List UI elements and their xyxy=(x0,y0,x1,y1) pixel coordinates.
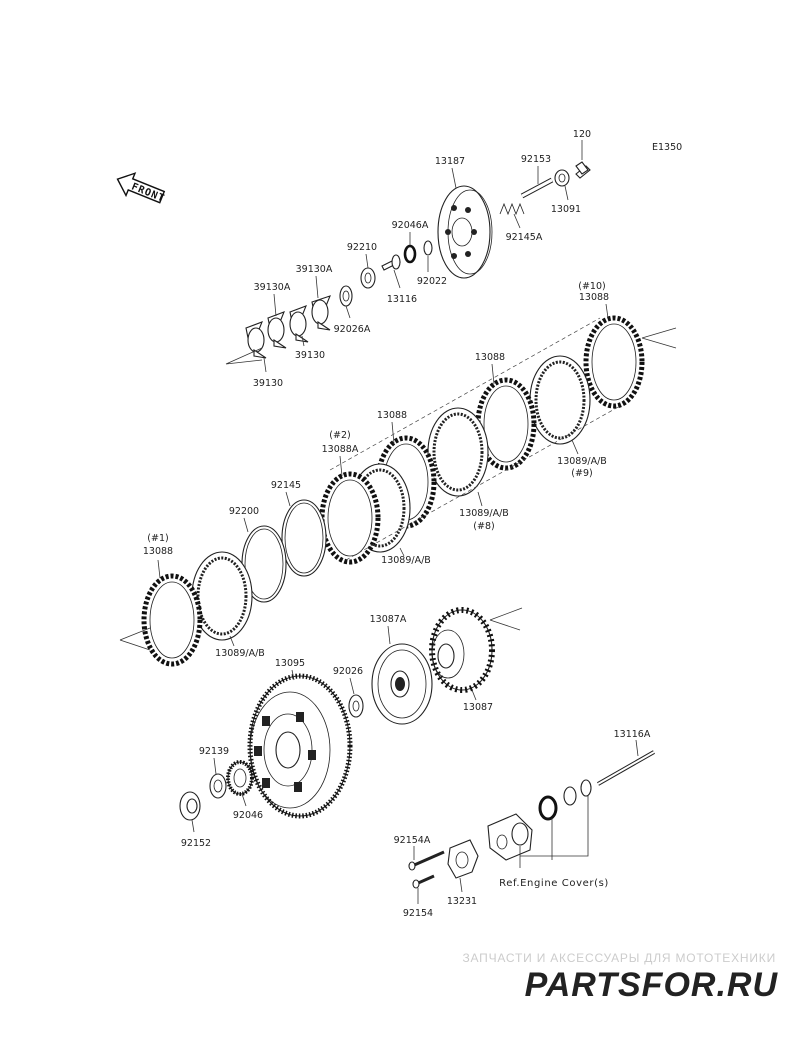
label-92154: 92154 xyxy=(403,908,433,919)
label-13087A: 13087A xyxy=(370,614,407,625)
rod-92153 xyxy=(520,177,554,199)
label-9: (#9) xyxy=(571,468,592,479)
label-92152: 92152 xyxy=(181,838,211,849)
washer-92026 xyxy=(348,694,364,718)
bolt-92154A xyxy=(408,850,445,871)
label-13089-9: 13089/A/B xyxy=(557,456,607,467)
clutch-hub-plate-13087A xyxy=(371,643,433,725)
friction-plate-13088-10 xyxy=(583,315,645,409)
label-92046A: 92046A xyxy=(392,220,429,231)
lever-13231 xyxy=(447,839,479,879)
friction-plate-13088-top xyxy=(475,377,537,471)
spring-ring-92145 xyxy=(281,499,327,577)
cam-plate-39130-mid xyxy=(289,305,309,343)
steel-plate-13089-8 xyxy=(427,407,489,497)
pressure-plate-13187 xyxy=(437,185,493,279)
washer-92022 xyxy=(423,240,433,256)
label-39130-2: 39130 xyxy=(295,350,325,361)
label-13187: 13187 xyxy=(435,156,465,167)
label-13231: 13231 xyxy=(447,896,477,907)
label-39130A-2: 39130A xyxy=(296,264,333,275)
label-2: (#2) xyxy=(329,430,350,441)
label-13087: 13087 xyxy=(463,702,493,713)
label-92200: 92200 xyxy=(229,506,259,517)
cam-plate-39130A-left xyxy=(267,311,287,349)
bolt-92154 xyxy=(412,874,435,889)
label-13088-1: 13088 xyxy=(143,546,173,557)
release-housing xyxy=(487,813,533,861)
bolt-120 xyxy=(575,161,591,179)
reference-note: Ref.Engine Cover(s) xyxy=(499,878,609,889)
front-arrow-icon: FRONT xyxy=(116,172,166,205)
label-13088A: 13088A xyxy=(322,444,359,455)
watermark-brand: PARTSFOR.RU xyxy=(525,966,779,1004)
label-13089-center: 13089/A/B xyxy=(381,555,431,566)
label-13088-10: 13088 xyxy=(579,292,609,303)
label-92139: 92139 xyxy=(199,746,229,757)
label-120: 120 xyxy=(573,129,591,140)
label-13095: 13095 xyxy=(275,658,305,669)
watermark-tagline: ЗАПЧАСТИ И АКСЕССУАРЫ ДЛЯ МОТОТЕХНИКИ xyxy=(462,951,776,965)
friction-plate-13088-1 xyxy=(141,573,203,667)
rod-13116 xyxy=(381,254,401,271)
label-92046: 92046 xyxy=(233,810,263,821)
label-13116: 13116 xyxy=(387,294,417,305)
spring-92145A xyxy=(499,202,525,216)
cam-plate-39130-left xyxy=(245,321,267,359)
bearing-release xyxy=(538,795,558,821)
label-13089-1: 13089/A/B xyxy=(215,648,265,659)
label-39130A-1: 39130A xyxy=(254,282,291,293)
label-92210: 92210 xyxy=(347,242,377,253)
label-13088-top: 13088 xyxy=(475,352,505,363)
clutch-housing-13095 xyxy=(247,673,353,819)
nut-13091 xyxy=(554,169,570,187)
label-92145: 92145 xyxy=(271,480,301,491)
label-92022: 92022 xyxy=(417,276,447,287)
oil-seal-right xyxy=(580,779,592,797)
friction-plate-13088A-2 xyxy=(319,471,381,565)
collar-92139 xyxy=(209,773,227,799)
label-92154A: 92154A xyxy=(394,835,431,846)
label-92145A: 92145A xyxy=(506,232,543,243)
needle-bearing-92046 xyxy=(226,760,254,796)
label-1: (#1) xyxy=(147,533,168,544)
label-10: (#10) xyxy=(578,281,605,292)
oil-seal-mid xyxy=(563,786,577,806)
washer-92026A xyxy=(339,285,353,307)
label-92026: 92026 xyxy=(333,666,363,677)
label-13089-8: 13089/A/B xyxy=(459,508,509,519)
label-13116A: 13116A xyxy=(614,729,651,740)
label-8: (#8) xyxy=(473,521,494,532)
clutch-hub-13087 xyxy=(429,607,495,693)
cam-plate-39130A-right xyxy=(311,295,331,331)
label-92026A: 92026A xyxy=(334,324,371,335)
steel-plate-13089-9 xyxy=(529,355,591,445)
label-92153: 92153 xyxy=(521,154,551,165)
label-13088-mid: 13088 xyxy=(377,410,407,421)
diagram-code: E1350 xyxy=(652,142,682,153)
nut-92210 xyxy=(360,267,376,289)
bearing-92046A xyxy=(403,244,417,264)
label-13091: 13091 xyxy=(551,204,581,215)
spacer-92152 xyxy=(179,791,201,821)
label-39130-1: 39130 xyxy=(253,378,283,389)
